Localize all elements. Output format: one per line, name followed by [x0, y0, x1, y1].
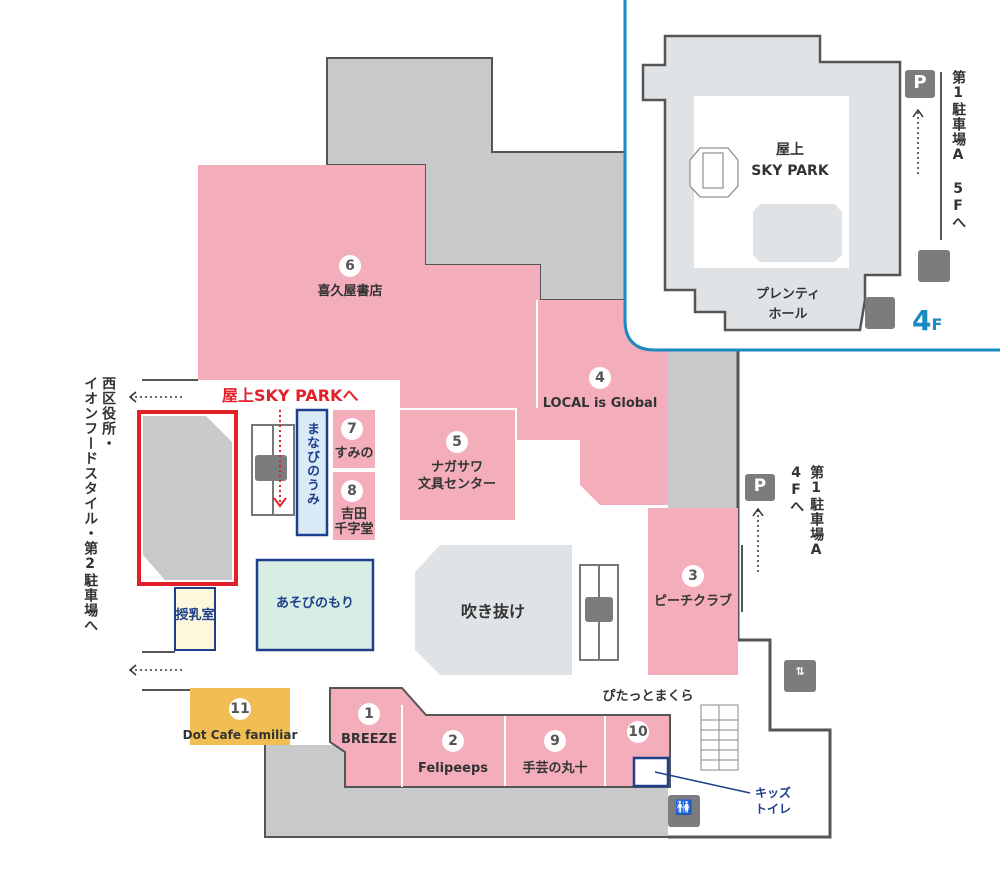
kids-toilet[interactable] — [632, 756, 670, 788]
floor-unit: F — [931, 315, 943, 334]
inset-area-label: 屋上 — [776, 142, 804, 158]
inset-stairs — [689, 147, 739, 198]
store-4-area[interactable] — [517, 300, 668, 505]
right-parking-floor[interactable]: 4Fへ — [788, 465, 805, 514]
escalator-icon — [585, 597, 613, 622]
restroom-icon-bg — [668, 795, 700, 827]
manabi-label[interactable]: まなびのうみ — [303, 422, 319, 506]
store-5-name-1[interactable]: ナガサワ — [430, 460, 484, 475]
right-parking-direction[interactable]: 第1駐車場A — [808, 465, 825, 559]
store-3-number: 3 — [682, 565, 704, 587]
back-area-left — [143, 416, 232, 580]
elevator-icon-bg — [784, 660, 816, 692]
manabi-area[interactable] — [295, 408, 329, 537]
store-8-name-1[interactable]: 吉田 — [340, 507, 368, 522]
store-3-area[interactable] — [648, 508, 738, 675]
store-11-name[interactable]: Dot Cafe familiar — [182, 728, 298, 742]
store-9-name[interactable]: 手芸の丸十 — [522, 761, 588, 776]
store-4-name[interactable]: LOCAL is Global — [542, 396, 658, 411]
store-5-name-2[interactable]: 文具センター — [417, 477, 497, 492]
stairs — [700, 704, 739, 771]
floor-number: 4 — [912, 304, 932, 337]
kids-toilet-label-2: トイレ — [755, 802, 792, 816]
store-8-number: 8 — [341, 480, 363, 502]
back-area-bottom — [265, 745, 668, 837]
store-1-number: 1 — [358, 703, 380, 725]
store-2-name[interactable]: Felipeeps — [417, 761, 489, 776]
inset-parking-icon-bg — [905, 70, 935, 98]
left-direction-2[interactable]: イオンフードスタイル・第2駐車場へ — [82, 376, 99, 633]
store-6-area[interactable] — [198, 165, 540, 408]
store-11-number: 11 — [229, 698, 251, 720]
restroom-icon: 🚻 — [675, 800, 693, 816]
store-8-name-2[interactable]: 千字堂 — [334, 522, 374, 537]
parking-icon: P — [753, 476, 767, 496]
kids-toilet-label-1: キッズ — [755, 786, 792, 800]
store-4-number: 4 — [589, 367, 611, 389]
inset-sky-park-label[interactable]: SKY PARK — [751, 163, 829, 179]
left-direction-1[interactable]: 西区役所・ — [100, 376, 117, 451]
inset-elevator-icon — [918, 250, 950, 282]
store-10-number: 10 — [627, 721, 649, 743]
bottom-stores-area[interactable] — [329, 687, 671, 788]
asobi-area[interactable] — [255, 558, 375, 652]
store-2-number: 2 — [442, 730, 464, 752]
store-5-area[interactable] — [400, 410, 515, 520]
sky-park-direction[interactable]: 屋上SKY PARKへ — [222, 386, 359, 405]
atrium-label: 吹き抜け — [460, 602, 526, 621]
store-6-number: 6 — [339, 255, 361, 277]
inset-parking-direction[interactable]: 第1駐車場A 5Fへ — [950, 70, 967, 230]
nursing-room[interactable] — [174, 587, 216, 651]
inset-parking-icon: P — [913, 72, 927, 93]
store-6-name[interactable]: 喜久屋書店 — [317, 284, 383, 299]
store-10-name[interactable]: ぴたっとまくら — [602, 689, 694, 704]
inset-hall-label-2: ホール — [768, 307, 808, 322]
store-1-name[interactable]: BREEZE — [341, 732, 397, 747]
elevator-icon: ⇅ — [795, 665, 805, 678]
atrium — [415, 545, 572, 675]
store-3-name[interactable]: ピーチクラブ — [653, 594, 733, 609]
store-7-number: 7 — [341, 418, 363, 440]
store-9-number: 9 — [544, 730, 566, 752]
inset-hall-label-1: プレンティ — [755, 287, 821, 302]
floor-label: 4F — [912, 304, 943, 337]
inset-restroom-icon — [865, 297, 895, 329]
nursing-label[interactable]: 授乳室 — [175, 608, 215, 623]
escalator-icon — [255, 455, 287, 481]
store-5-number: 5 — [446, 431, 468, 453]
store-7-name[interactable]: すみの — [334, 446, 374, 461]
asobi-label[interactable]: あそびのもり — [275, 596, 355, 611]
parking-icon-bg — [745, 474, 775, 501]
